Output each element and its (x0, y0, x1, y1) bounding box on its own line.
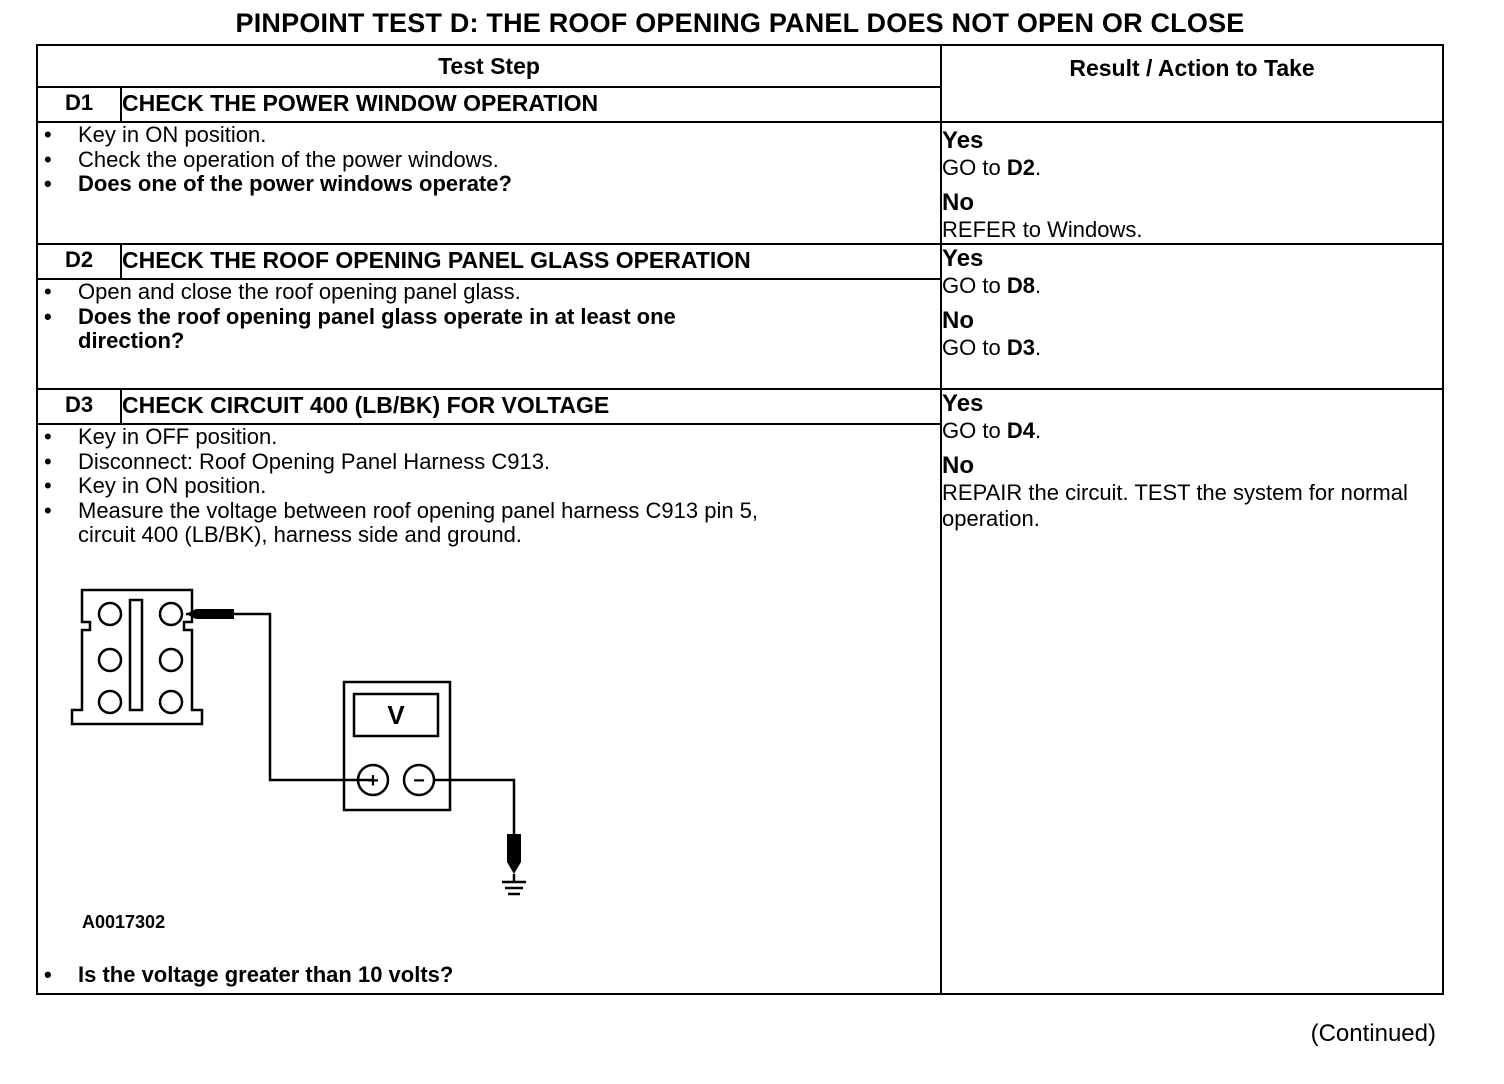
connector-pin (158, 647, 184, 672)
positive-terminal (356, 763, 390, 796)
result-yes-action: GO to D8. (942, 273, 1042, 298)
step-id: D1 (36, 86, 122, 123)
list-item: Key in ON position. (38, 122, 940, 148)
step-id: D3 (36, 388, 122, 425)
step-instructions: Key in OFF position. Disconnect: Roof Op… (38, 424, 940, 548)
step-title: CHECK THE ROOF OPENING PANEL GLASS OPERA… (119, 243, 943, 280)
list-item-question: Does the roof opening panel glass operat… (38, 304, 778, 354)
result-no-label: No (942, 189, 975, 216)
connector-outline (70, 588, 204, 725)
list-item: Check the operation of the power windows… (38, 147, 940, 173)
step-body: Key in OFF position. Disconnect: Roof Op… (35, 423, 943, 995)
list-item: Measure the voltage between roof opening… (38, 498, 798, 548)
step-d2-title-row: D2 CHECK THE ROOF OPENING PANEL GLASS OP… (36, 243, 1445, 390)
header-test-step: Test Step (35, 44, 943, 88)
step-title: CHECK CIRCUIT 400 (LB/BK) FOR VOLTAGE (119, 388, 943, 425)
step-question: Is the voltage greater than 10 volts? (38, 962, 453, 988)
minus-symbol: − (413, 770, 425, 792)
step-result: Yes GO to D2. No REFER to Windows. (940, 121, 1445, 245)
list-item-question: Does one of the power windows operate? (38, 171, 940, 197)
result-yes-label: Yes (942, 127, 984, 154)
connector-pin (97, 689, 123, 714)
result-no-action: GO to D3. (942, 335, 1042, 360)
step-body: Open and close the roof opening panel gl… (35, 278, 943, 390)
header-result: Result / Action to Take (940, 44, 1445, 122)
result-no-label: No (942, 452, 975, 479)
voltmeter-body (342, 680, 452, 811)
list-item: Disconnect: Roof Opening Panel Harness C… (38, 449, 940, 475)
step-d1-body-row: Key in ON position. Check the operation … (35, 121, 1445, 245)
table-header-row: Test Step Result / Action to Take (35, 44, 1445, 122)
connector-pin (158, 689, 184, 714)
voltage-test-diagram: V + − A0017302 Is the voltage greater th… (38, 548, 940, 988)
step-instructions: Open and close the roof opening panel gl… (38, 279, 940, 354)
step-d1-title-row: D1 CHECK THE POWER WINDOW OPERATION (36, 86, 1443, 123)
connector-divider (128, 598, 144, 711)
figure-id: A0017302 (82, 911, 166, 932)
connector-pin (97, 601, 123, 626)
voltmeter-label: V (387, 700, 405, 730)
step-d3-title-row: D3 CHECK CIRCUIT 400 (LB/BK) FOR VOLTAGE… (36, 388, 1445, 995)
result-yes-action: GO to D4. (942, 418, 1042, 443)
plus-symbol: + (367, 770, 379, 792)
probe-tip (196, 608, 234, 619)
step-d2-body-row: Open and close the roof opening panel gl… (35, 278, 1443, 390)
positive-lead (186, 612, 374, 781)
list-item-question: Is the voltage greater than 10 volts? (38, 962, 453, 988)
step-result: Yes GO to D8. No GO to D3. (940, 243, 1445, 390)
connector-pin (97, 647, 123, 672)
list-item: Key in OFF position. (38, 424, 940, 450)
negative-lead (434, 778, 516, 838)
result-yes-action: GO to D2. (942, 155, 1042, 180)
result-no-label: No (942, 307, 975, 334)
step-d3-body-row: Key in OFF position. Disconnect: Roof Op… (35, 423, 1443, 995)
connector-voltmeter-schematic: V + − (70, 588, 526, 895)
list-item: Open and close the roof opening panel gl… (38, 279, 940, 305)
probe-point (186, 608, 196, 619)
result-no-action: REFER to Windows. (942, 217, 1143, 242)
page-title: PINPOINT TEST D: THE ROOF OPENING PANEL … (235, 8, 1245, 38)
connector-pin (158, 601, 184, 626)
ground-clip (507, 833, 521, 874)
step-result: Yes GO to D4. No REPAIR the circuit. TES… (940, 388, 1445, 995)
step-id: D2 (36, 243, 122, 280)
list-item: Key in ON position. (38, 473, 940, 499)
voltmeter-display (352, 692, 440, 737)
step-instructions: Key in ON position. Check the operation … (38, 122, 940, 197)
result-no-action: REPAIR the circuit. TEST the system for … (942, 480, 1408, 531)
step-title: CHECK THE POWER WINDOW OPERATION (119, 86, 943, 123)
result-yes-label: Yes (942, 245, 984, 272)
step-body: Key in ON position. Check the operation … (35, 121, 943, 245)
continued-label: (Continued) (1310, 1020, 1436, 1047)
result-yes-label: Yes (942, 390, 984, 417)
pinpoint-test-table: Test Step Result / Action to Take D1 CHE… (35, 44, 1445, 995)
